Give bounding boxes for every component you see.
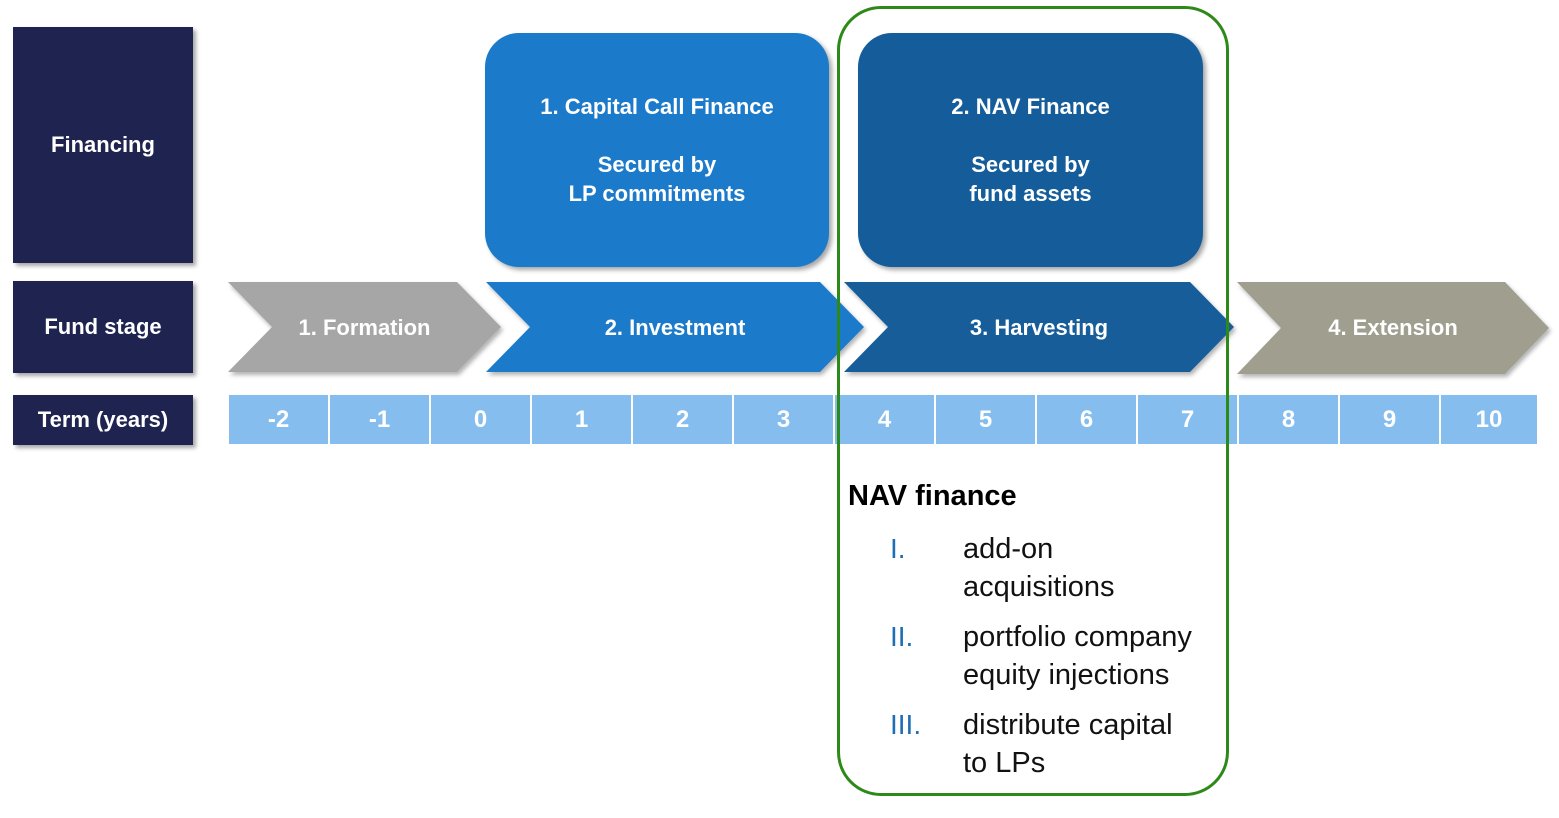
term-cell: 8 xyxy=(1239,395,1338,444)
term-cell: 2 xyxy=(633,395,732,444)
nav-finance-title: 2. NAV Finance xyxy=(951,94,1110,119)
list-item: III. distribute capital to LPs xyxy=(890,706,1225,782)
nav-finance-box: 2. NAV Finance Secured by fund assets xyxy=(858,33,1203,267)
list-item-line: portfolio company xyxy=(963,621,1192,653)
investment-chevron xyxy=(486,282,864,372)
financing-row-label: Financing xyxy=(13,27,193,263)
nav-finance-heading: NAV finance xyxy=(848,480,1017,512)
fund-stage-row-label: Fund stage xyxy=(13,281,193,373)
term-cell: 6 xyxy=(1037,395,1136,444)
harvesting-chevron xyxy=(844,282,1234,372)
capital-call-collateral-line: LP commitments xyxy=(568,181,746,206)
term-cell: -2 xyxy=(229,395,328,444)
stage-extension-label: 4. Extension xyxy=(1328,315,1458,340)
term-row-label: Term (years) xyxy=(13,395,193,445)
term-cell: -1 xyxy=(330,395,429,444)
term-cell: 4 xyxy=(835,395,934,444)
stage-harvesting-label: 3. Harvesting xyxy=(969,315,1109,340)
stage-formation-label: 1. Formation xyxy=(298,315,431,340)
list-item: II. portfolio company equity injections xyxy=(890,618,1225,694)
list-item-text: portfolio company equity injections xyxy=(963,618,1225,694)
capital-call-finance-box: 1. Capital Call Finance Secured by LP co… xyxy=(485,33,829,267)
term-cell: 3 xyxy=(734,395,833,444)
term-cell: 1 xyxy=(532,395,631,444)
formation-chevron xyxy=(228,282,501,372)
extension-chevron xyxy=(1237,282,1549,374)
term-cell: 0 xyxy=(431,395,530,444)
term-cell: 9 xyxy=(1340,395,1439,444)
nav-finance-highlight-frame xyxy=(837,6,1229,796)
list-item-line: add-on xyxy=(963,533,1054,565)
capital-call-secured-line: Secured by xyxy=(597,152,717,177)
list-item-line: acquisitions xyxy=(963,571,1115,603)
list-item-line: distribute capital xyxy=(963,709,1173,741)
list-item-line: to LPs xyxy=(963,747,1046,779)
stage-investment-label: 2. Investment xyxy=(604,315,746,340)
list-item-text: add-on acquisitions xyxy=(963,530,1225,606)
roman-numeral: III. xyxy=(890,709,922,740)
list-item-line: equity injections xyxy=(963,659,1170,691)
term-cell: 7 xyxy=(1138,395,1237,444)
roman-numeral: II. xyxy=(890,621,914,652)
capital-call-finance-title: 1. Capital Call Finance xyxy=(540,94,774,119)
list-item: I. add-on acquisitions xyxy=(890,530,1225,606)
term-cell: 5 xyxy=(936,395,1035,444)
term-cell: 10 xyxy=(1441,395,1537,444)
nav-finance-collateral-line: fund assets xyxy=(969,181,1092,206)
list-item-text: distribute capital to LPs xyxy=(963,706,1225,782)
roman-numeral: I. xyxy=(890,533,906,564)
nav-finance-list: I. add-on acquisitions II. portfolio com… xyxy=(890,530,1225,794)
nav-finance-secured-line: Secured by xyxy=(971,152,1090,177)
